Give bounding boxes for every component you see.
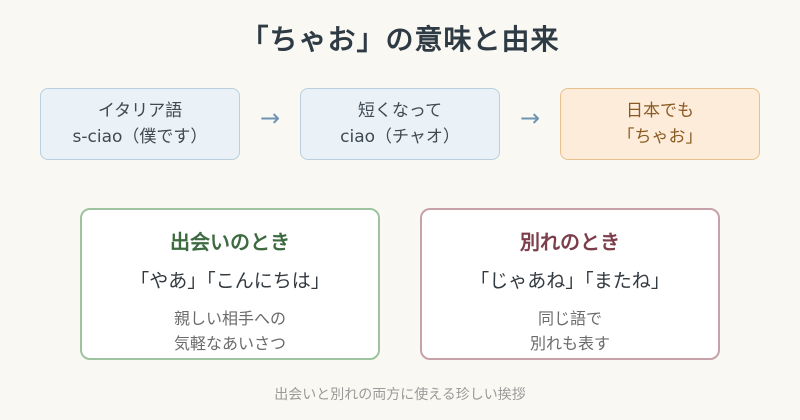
step-term: ciao（チャオ） [340,127,460,147]
step-label: 短くなって [357,101,443,121]
card-title: 別れのとき [520,230,620,254]
page-title: 「ちゃお」の意味と由来 [240,23,560,56]
card-phrase: 「じゃあね」「またね」 [470,270,670,292]
card-note-line: 親しい相手への [173,309,286,328]
card-note-line: 別れも表す [529,334,610,353]
flow-step-shortened: 短くなって ciao（チャオ） [300,88,500,160]
card-note-line: 気軽なあいさつ [173,334,286,353]
flow-step-italian: イタリア語 s-ciao（僕です） [40,88,240,160]
step-term: 「ちゃお」 [617,127,703,147]
farewell-card: 別れのとき 「じゃあね」「またね」 同じ語で 別れも表す [420,208,720,360]
card-phrase: 「やあ」「こんにちは」 [130,270,330,292]
step-label: 日本でも [626,101,694,121]
card-title: 出会いのとき [170,230,290,254]
step-term: s-ciao（僕です） [72,127,208,147]
flow-step-japanese: 日本でも 「ちゃお」 [560,88,760,160]
step-label: イタリア語 [97,101,183,121]
arrow-right-icon: → [519,104,541,132]
footer-note: 出会いと別れの両方に使える珍しい挨拶 [274,387,526,403]
arrow-right-icon: → [259,104,281,132]
card-note: 同じ語で 別れも表す [422,306,718,356]
card-note: 親しい相手への 気軽なあいさつ [82,306,378,356]
card-note-line: 同じ語で [537,309,602,328]
greeting-card: 出会いのとき 「やあ」「こんにちは」 親しい相手への 気軽なあいさつ [80,208,380,360]
